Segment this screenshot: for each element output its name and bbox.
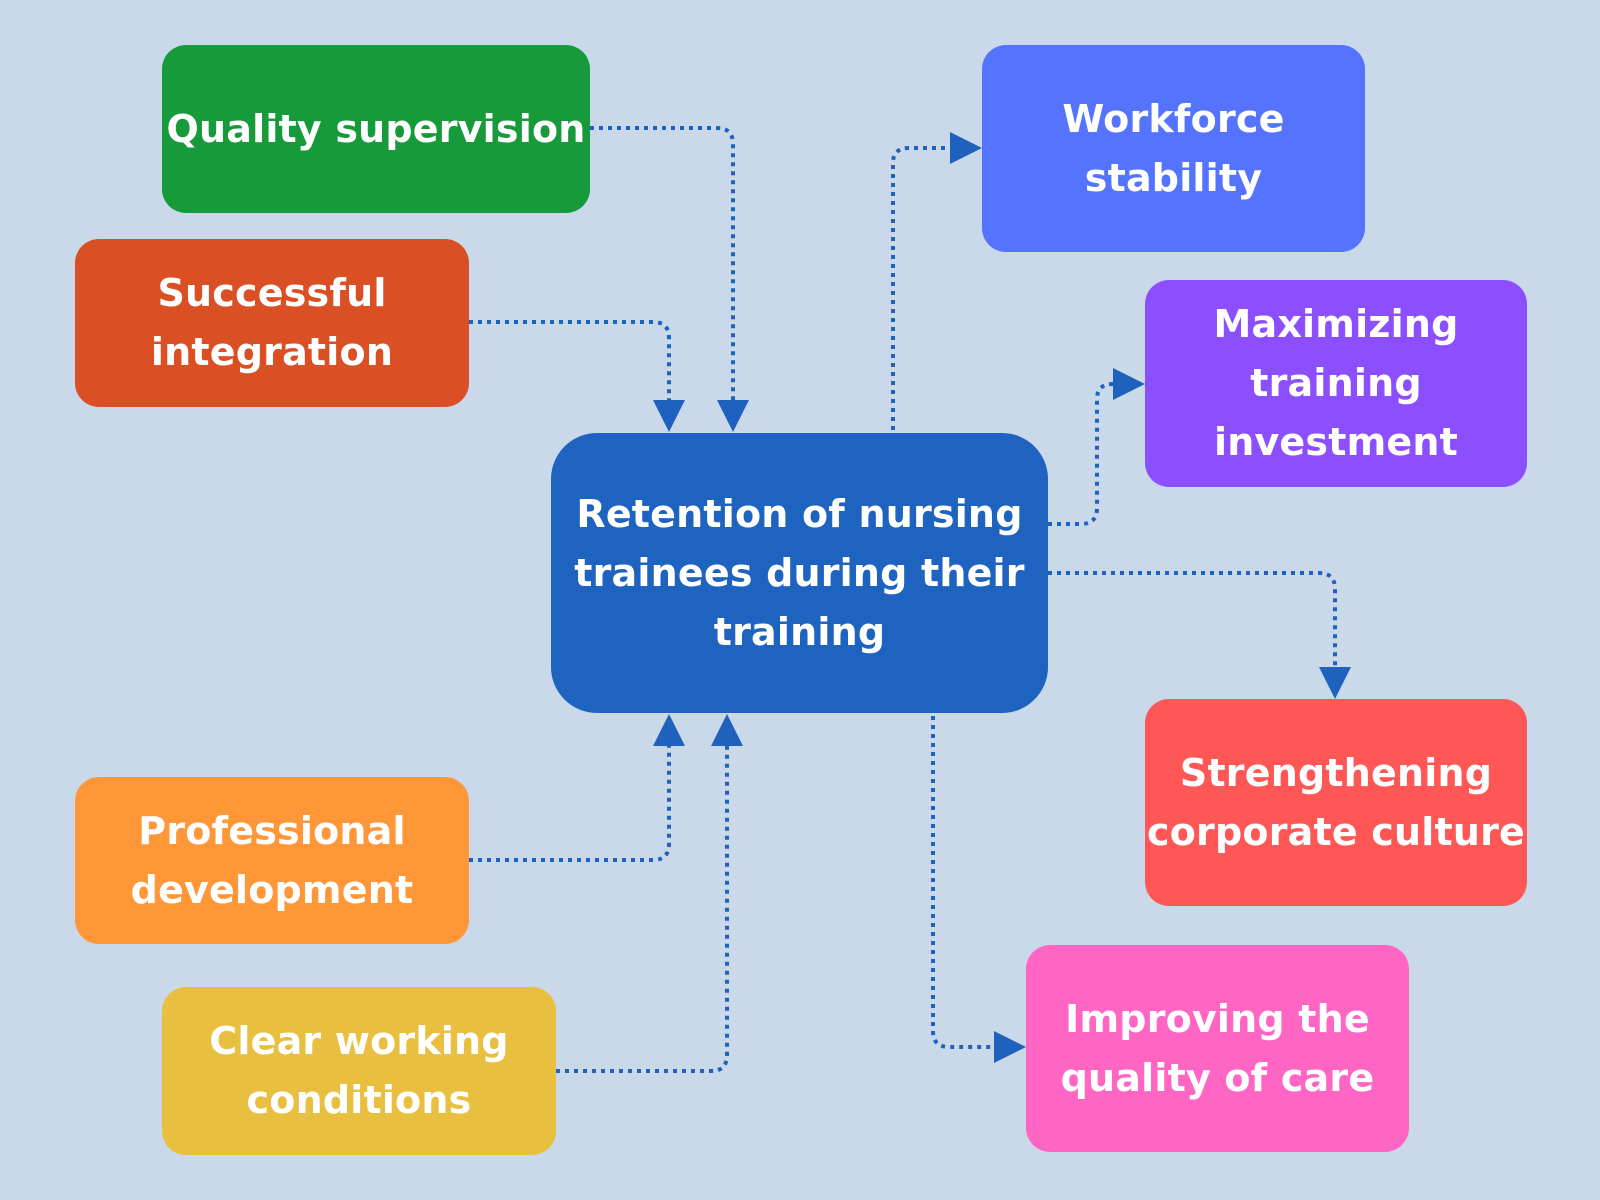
effect-node-label: Workforce stability bbox=[1062, 96, 1285, 200]
connector-center-to-investment bbox=[1048, 368, 1145, 526]
cause-node-clear-working-conditions: Clear working conditions bbox=[162, 987, 556, 1155]
cause-node-label: Successful integration bbox=[150, 271, 394, 374]
connector-center-to-workforce bbox=[891, 132, 982, 430]
connector-center-to-care bbox=[931, 716, 1026, 1063]
effect-node-label: Strengthening corporate culture bbox=[1147, 750, 1525, 854]
effect-node-improving-quality-of-care: Improving the quality of care bbox=[1026, 945, 1409, 1152]
central-node: Retention of nursing trainees during the… bbox=[551, 433, 1048, 713]
effect-node-strengthening-corporate-culture: Strengthening corporate culture bbox=[1145, 699, 1527, 906]
cause-node-professional-development: Professional development bbox=[75, 777, 469, 944]
effect-node-maximizing-training-investment: Maximizing training investment bbox=[1145, 280, 1527, 487]
cause-node-quality-supervision: Quality supervision bbox=[162, 45, 590, 213]
connector-quality-to-center bbox=[590, 126, 749, 432]
connector-integration-to-center bbox=[469, 320, 685, 432]
effect-node-label: Maximizing training investment bbox=[1213, 302, 1459, 464]
cause-node-label: Quality supervision bbox=[166, 106, 586, 151]
effect-node-workforce-stability: Workforce stability bbox=[982, 45, 1365, 252]
connector-profdev-to-center bbox=[469, 714, 685, 862]
connector-center-to-culture bbox=[1048, 571, 1351, 699]
cause-node-label: Professional development bbox=[130, 808, 414, 912]
cause-node-successful-integration: Successful integration bbox=[75, 239, 469, 407]
central-node-label: Retention of nursing trainees during the… bbox=[574, 491, 1025, 654]
cause-node-label: Clear working conditions bbox=[209, 1019, 509, 1122]
connector-conditions-to-center bbox=[556, 714, 743, 1073]
effect-node-label: Improving the quality of care bbox=[1060, 996, 1375, 1100]
